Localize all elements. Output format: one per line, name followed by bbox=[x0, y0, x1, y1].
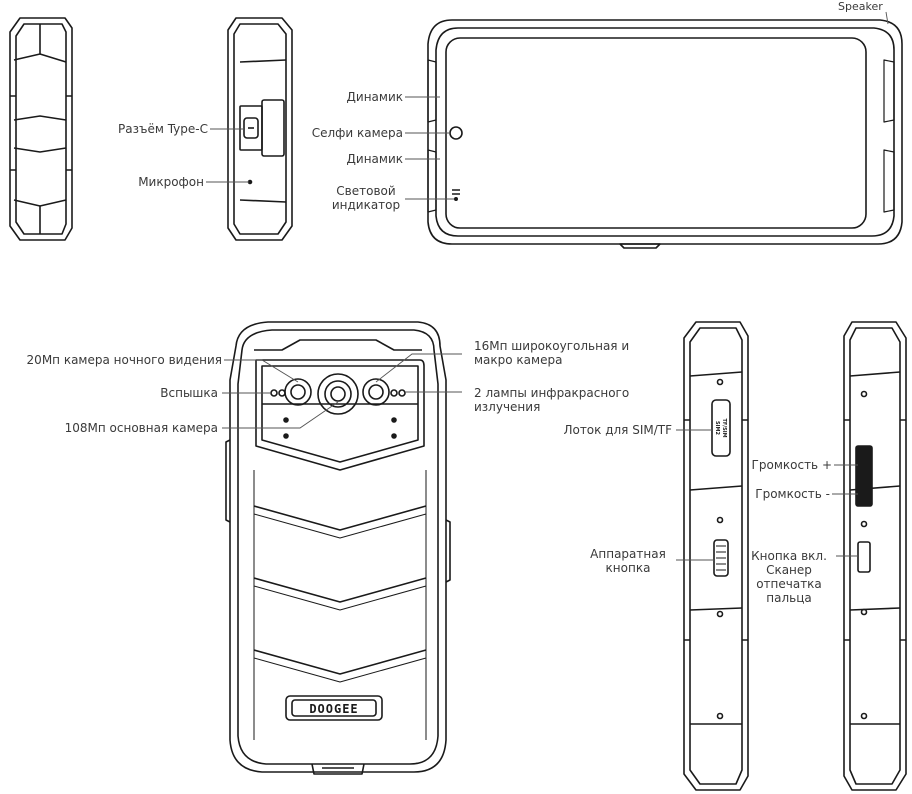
tray-text-line2: SIM2 bbox=[714, 421, 720, 435]
label-wide-line2: макро камера bbox=[474, 353, 563, 367]
label-power-line4: пальца bbox=[766, 591, 812, 605]
label-volume-down: Громкость - bbox=[755, 487, 830, 501]
label-wide-line1: 16Мп широкоугольная и bbox=[474, 339, 630, 353]
label-power-line2: Сканер bbox=[766, 563, 812, 577]
label-ir-line1: 2 лампы инфракрасного bbox=[474, 386, 630, 400]
label-power-line1: Кнопка вкл. bbox=[751, 549, 827, 563]
label-flash: Вспышка bbox=[160, 386, 218, 400]
label-speaker-en: Speaker bbox=[838, 0, 883, 13]
label-hw-button-line1: Аппаратная bbox=[590, 547, 666, 561]
label-speaker-top: Динамик bbox=[346, 90, 403, 104]
label-indicator: Световой индикатор bbox=[330, 184, 402, 212]
label-microphone: Микрофон bbox=[138, 175, 204, 189]
side-view-left bbox=[9, 17, 73, 241]
label-night-camera: 20Мп камера ночного видения bbox=[26, 353, 222, 367]
front-view bbox=[427, 19, 903, 249]
tray-text-line1: TF/SIM bbox=[721, 418, 727, 437]
label-ir-lamps: 2 лампы инфракрасного излучения bbox=[474, 386, 629, 414]
left-side-view bbox=[683, 321, 749, 791]
label-hw-button-line2: кнопка bbox=[605, 561, 651, 575]
label-hw-button: Аппаратная кнопка bbox=[586, 547, 670, 575]
label-selfie-camera: Селфи камера bbox=[311, 126, 403, 140]
label-wide-camera: 16Мп широкоугольная и макро камера bbox=[474, 339, 629, 367]
label-power-button: Кнопка вкл. Сканер отпечатка пальца bbox=[744, 549, 834, 605]
right-side-view bbox=[843, 321, 907, 791]
label-ir-line2: излучения bbox=[474, 400, 541, 414]
label-main-camera: 108Мп основная камера bbox=[64, 421, 218, 435]
label-indicator-line2: индикатор bbox=[331, 198, 401, 212]
label-power-line3: отпечатка bbox=[756, 577, 822, 591]
label-speaker-bottom: Динамик bbox=[346, 152, 403, 166]
label-indicator-line1: Световой bbox=[336, 184, 396, 198]
leader-lines bbox=[206, 11, 889, 561]
bottom-edge-view bbox=[227, 17, 293, 241]
label-volume-up: Громкость + bbox=[751, 458, 832, 472]
back-view bbox=[225, 321, 451, 775]
label-sim-tray: Лоток для SIM/TF bbox=[563, 423, 672, 437]
label-type-c: Разъём Type-C bbox=[118, 122, 208, 136]
brand-logo: DOOGEE bbox=[309, 702, 358, 716]
